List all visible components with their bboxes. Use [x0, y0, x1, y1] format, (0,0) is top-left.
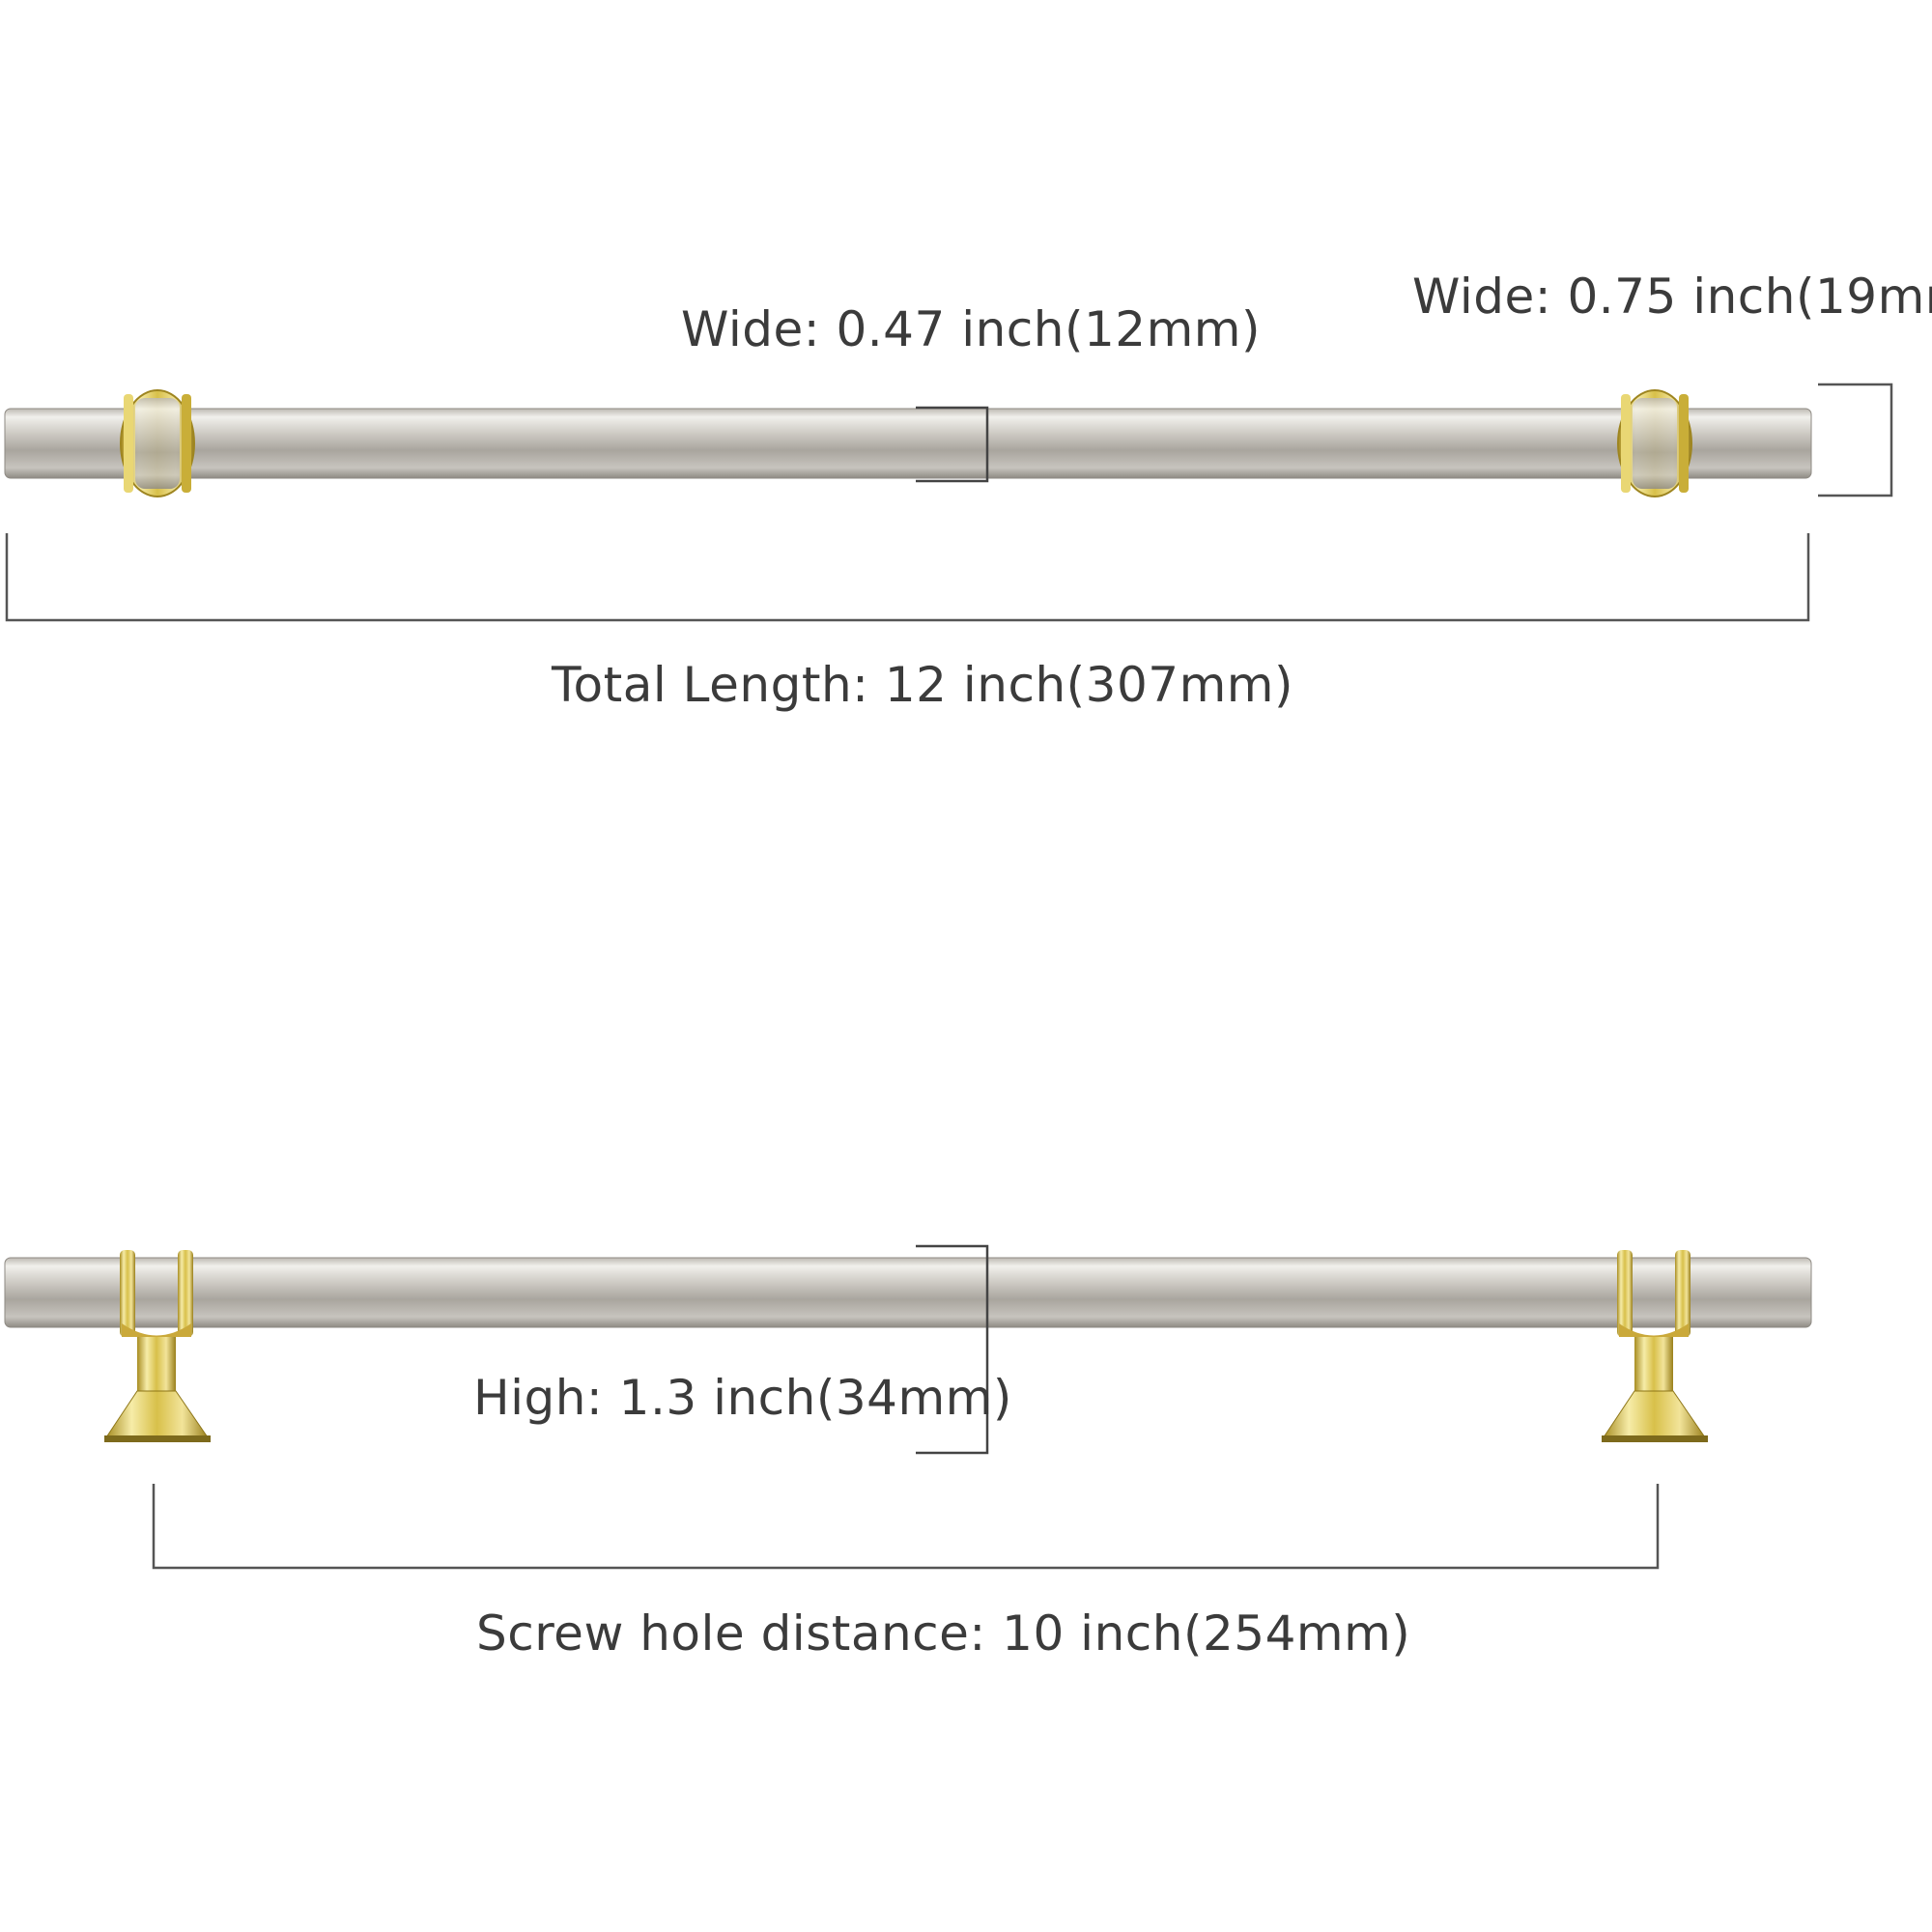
right-post-side-view — [1602, 1250, 1708, 1442]
left-knob-top-view — [120, 389, 195, 497]
bar-side-view — [4, 1257, 1812, 1328]
side-view-handle — [4, 1250, 1812, 1442]
total-length-label: Total Length: 12 inch(307mm) — [552, 657, 1294, 713]
screw-hole-bracket — [152, 1484, 1660, 1570]
height-label: High: 1.3 inch(34mm) — [473, 1370, 1012, 1426]
right-knob-top-view — [1617, 389, 1692, 497]
bar-width-label: Wide: 0.47 inch(12mm) — [681, 301, 1262, 357]
height-bracket — [916, 1244, 989, 1455]
left-post-side-view — [104, 1250, 211, 1442]
bar-width-bracket — [916, 406, 989, 483]
total-length-bracket — [5, 533, 1810, 622]
knob-width-bracket — [1818, 383, 1893, 497]
screw-hole-distance-label: Screw hole distance: 10 inch(254mm) — [476, 1605, 1411, 1662]
knob-width-label: Wide: 0.75 inch(19mm) — [1412, 269, 1932, 325]
top-view-handle — [4, 389, 1812, 497]
bar-top-view — [4, 408, 1812, 479]
